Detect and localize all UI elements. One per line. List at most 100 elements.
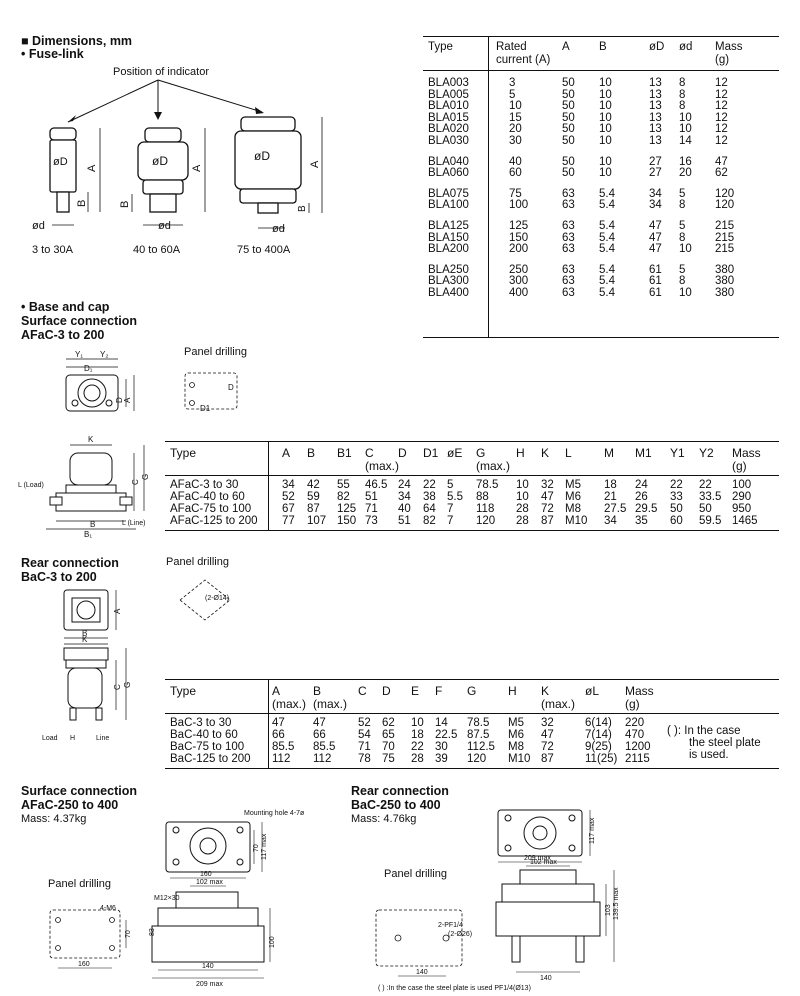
afac-cell: 46.5 — [365, 479, 388, 491]
fuse-link-cell: 10 — [599, 167, 612, 180]
fuse-link-cell: 5 — [679, 220, 686, 232]
fuse-link-cell: BLA200 — [428, 243, 469, 256]
svg-text:B: B — [90, 520, 95, 529]
bac-note-line-3: is used. — [689, 749, 729, 761]
fuse-link-cell: 34 — [649, 187, 662, 200]
fuse-link-table-header: Type Rated current (A) A B øD ød Mass (g… — [423, 37, 779, 71]
fuse-link-cell: 16 — [679, 155, 692, 168]
fuse-link-cell: 63 — [562, 231, 575, 244]
fuse-link-cell: 50 — [562, 77, 575, 89]
svg-text:70: 70 — [253, 844, 260, 852]
label-mounting-hole: Mounting hole 4-7ø — [244, 810, 305, 817]
fuse-link-cell: 63 — [562, 263, 575, 276]
bac-th-sub: (g) — [625, 697, 640, 711]
fuse-link-cell: 8 — [679, 275, 686, 288]
afac-cell: 290 — [732, 491, 752, 503]
afac-cell: AFaC-40 to 60 — [170, 491, 245, 503]
afac-cell: AFaC-3 to 30 — [170, 479, 239, 491]
svg-text:160: 160 — [200, 871, 212, 878]
fuse-link-cell: 120 — [715, 187, 735, 200]
fuse-link-cell: 50 — [562, 135, 575, 147]
bac-th: E — [411, 684, 420, 698]
fuse-link-cell: 13 — [649, 100, 662, 113]
svg-text:øD: øD — [53, 156, 68, 168]
fuse-link-cell: BLA003 — [428, 77, 469, 89]
svg-text:103: 103 — [605, 904, 612, 916]
bac-cell: 66 — [272, 729, 285, 741]
afac-cell: 22 — [699, 479, 712, 491]
bac-cell: 78 — [358, 753, 371, 765]
fuse-link-cell: 10 — [599, 135, 612, 147]
label-line: L (Line) — [122, 520, 146, 527]
afac-cell: 38 — [423, 491, 436, 503]
afac-cell: 32 — [541, 479, 554, 491]
afac-cell: 64 — [423, 503, 436, 515]
fuse-link-cell: BLA400 — [428, 287, 469, 299]
fuse-link-cell: 50 — [562, 155, 575, 168]
fuse-link-cell: 380 — [715, 263, 735, 276]
afac-cell: 59.5 — [699, 515, 722, 527]
fuse-link-cell: 5 — [679, 187, 686, 200]
fuse-link-cell: 150 — [509, 231, 529, 244]
fuse-link-cell: 50 — [562, 100, 575, 113]
fuse-link-cell: 10 — [599, 88, 612, 101]
bac-cell: 1200 — [625, 741, 651, 753]
bac-cell: 65 — [382, 729, 395, 741]
bac-cell: 47 — [272, 717, 285, 729]
fuse-link-cell: 5.4 — [599, 263, 615, 276]
svg-text:K: K — [82, 635, 88, 644]
afac-cell: 47 — [541, 491, 554, 503]
afac-th: A — [282, 446, 291, 460]
label-2-o14: (2-Ø14) — [205, 595, 230, 602]
bac-cell: 2115 — [625, 753, 650, 765]
svg-text:Y₁: Y₁ — [75, 350, 83, 359]
svg-text:83: 83 — [149, 928, 156, 936]
fuse-link-cell: 13 — [649, 88, 662, 101]
afac-cell: 82 — [423, 515, 436, 527]
bac-large-drawing: 209 max 117 max 102 max 140 103 139.5 ma… — [375, 809, 620, 982]
svg-text:Y₂: Y₂ — [100, 350, 108, 359]
bac-th: G — [467, 684, 477, 698]
fuse-link-cell: 63 — [562, 220, 575, 232]
afac-cell: 52 — [282, 491, 295, 503]
fuse-link-cell: BLA300 — [428, 275, 469, 288]
svg-text:B: B — [76, 200, 88, 207]
bac-cell: 85.5 — [272, 741, 295, 753]
bac-cell: 72 — [541, 741, 554, 753]
afac-cell: 59 — [307, 491, 320, 503]
bac-cell: 470 — [625, 729, 645, 741]
heading-surface-connection-large: Surface connection — [21, 784, 137, 798]
fuse-link-cell: 10 — [509, 100, 522, 113]
afac-small-drawings: Y₁ Y₂ D₁ A D D1 D K C G B B₁ — [46, 350, 238, 539]
afac-cell: 33 — [670, 491, 683, 503]
fuse-link-cell: 125 — [509, 220, 529, 232]
th-od: øD — [649, 41, 665, 53]
label-load: L (Load) — [18, 482, 44, 489]
th-mass: Mass — [715, 41, 743, 53]
bac-cell: 52 — [358, 717, 371, 729]
bac-note-line-2: the steel plate — [689, 737, 761, 749]
bac-cell: 112 — [272, 753, 291, 765]
afac-cell: 125 — [337, 503, 357, 515]
label-2-pf14: 2-PF1/4 — [438, 922, 463, 929]
afac-cell: 22 — [423, 479, 436, 491]
bac-cell: 14 — [435, 717, 448, 729]
bac-cell: 62 — [382, 717, 395, 729]
svg-text:D: D — [228, 383, 234, 392]
afac-cell: 67 — [282, 503, 295, 515]
bac-cell: 220 — [625, 717, 645, 729]
fuse-link-cell: 12 — [715, 77, 728, 89]
afac-cell: M5 — [565, 479, 581, 491]
afac-th: D — [398, 446, 407, 460]
afac-cell: 1465 — [732, 515, 758, 527]
afac-cell: 107 — [307, 515, 327, 527]
fuse-link-cell: 5.4 — [599, 199, 615, 212]
afac-cell: 35 — [635, 515, 648, 527]
svg-text:G: G — [141, 474, 150, 480]
